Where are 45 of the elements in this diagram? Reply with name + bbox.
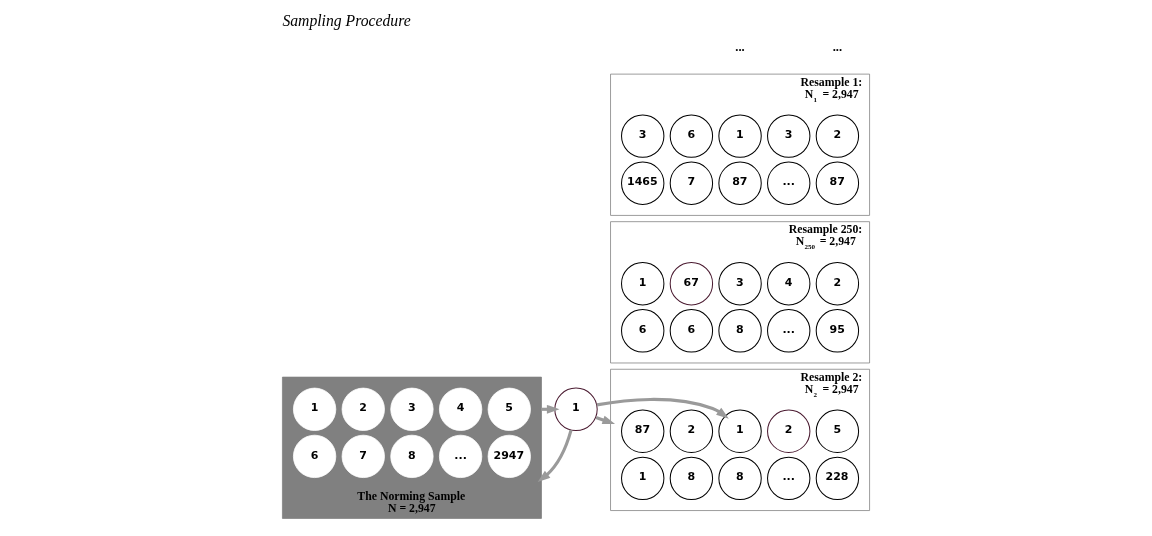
- node-circle: 5: [815, 409, 860, 453]
- arrow: [596, 397, 729, 419]
- node-circle: 1: [293, 387, 337, 431]
- node-circle: 3: [767, 114, 811, 158]
- node-circle: 6: [669, 114, 714, 158]
- node-circle: 2: [767, 409, 811, 453]
- node-circle: 2947: [487, 434, 531, 478]
- node-circle: ...: [767, 456, 811, 501]
- node-circle: 7: [669, 161, 714, 205]
- node-circle: 8: [390, 434, 434, 478]
- node-circle: 228: [815, 456, 860, 501]
- node-circle: 4: [439, 387, 483, 431]
- node-circle: 1: [718, 114, 762, 158]
- node-circle: 67: [669, 262, 714, 306]
- node-circle: 1: [554, 387, 598, 431]
- node-circle: 87: [815, 161, 860, 205]
- node-circle: 3: [621, 114, 665, 158]
- node-circle: 6: [621, 309, 665, 353]
- node-circle: 5: [487, 387, 531, 431]
- node-circle: 7: [341, 434, 385, 478]
- node-circle: 2: [341, 387, 385, 431]
- node-circle: ...: [439, 434, 483, 478]
- node-circle: 87: [621, 409, 665, 453]
- node-circle: 2: [815, 262, 860, 306]
- node-circle: 4: [767, 262, 811, 306]
- arrow: [537, 429, 573, 483]
- node-circle: 1: [621, 262, 665, 306]
- label: ...: [735, 40, 745, 55]
- label: ...: [832, 40, 843, 55]
- node-circle: 2: [815, 114, 860, 158]
- node-circle: 6: [669, 309, 714, 353]
- node-circle: 3: [718, 262, 762, 306]
- node-circle: 8: [718, 456, 762, 501]
- node-circle: 87: [718, 161, 762, 205]
- node-circle: ...: [767, 309, 811, 353]
- node-circle: ...: [767, 161, 811, 205]
- node-circle: 6: [293, 434, 337, 478]
- node-circle: 1: [621, 456, 665, 501]
- node-circle: 95: [815, 309, 860, 353]
- node-circle: 8: [669, 456, 714, 501]
- node-circle: 2: [669, 409, 714, 453]
- node-circle: 1465: [621, 161, 665, 205]
- node-circle: 3: [390, 387, 434, 431]
- diagram-title: Sampling Procedure: [282, 12, 411, 30]
- node-circle: 8: [718, 309, 762, 353]
